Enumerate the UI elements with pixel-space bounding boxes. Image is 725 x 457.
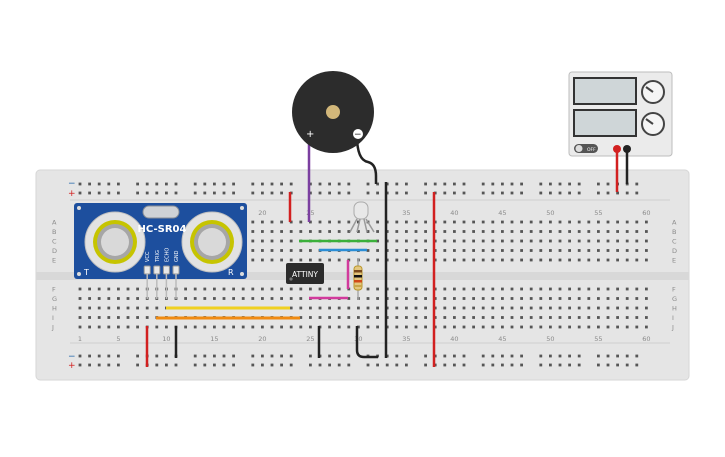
sensor-pin-gnd[interactable]	[172, 265, 180, 275]
column-label-bottom-30: 30	[354, 335, 362, 343]
row-label-c-left: C	[52, 238, 57, 246]
row-label-b-left: B	[52, 228, 56, 236]
column-label-top-45: 45	[498, 209, 506, 217]
column-label-bottom-40: 40	[450, 335, 458, 343]
row-label-j-right: J	[671, 324, 674, 332]
rail-minus-bottom: −	[68, 352, 76, 362]
resistor[interactable]	[353, 258, 363, 300]
sensor-pin-label-trig: TRIG	[155, 250, 161, 263]
sensor-label: HC-SR04	[138, 224, 187, 235]
row-label-c-right: C	[672, 238, 677, 246]
sensor-pin-label-echo: ECHO	[164, 248, 170, 262]
wire-black-loop	[355, 326, 378, 359]
column-label-bottom-5: 5	[116, 335, 120, 343]
row-label-a-right: A	[672, 219, 677, 227]
current-display	[573, 109, 637, 137]
column-label-bottom-50: 50	[546, 335, 554, 343]
sensor-pin-echo[interactable]	[162, 265, 170, 275]
row-label-e-left: E	[52, 257, 56, 265]
sensor-pin-vcc[interactable]	[143, 265, 151, 275]
column-label-top-20: 20	[258, 209, 266, 217]
row-label-d-right: D	[672, 247, 677, 255]
buzzer-plus-label: +	[306, 129, 314, 140]
rail-minus-top: −	[68, 179, 76, 189]
column-label-bottom-35: 35	[402, 335, 410, 343]
row-label-f-right: F	[672, 286, 676, 294]
column-label-bottom-55: 55	[594, 335, 602, 343]
attiny-chip[interactable]: ATTINY	[286, 263, 324, 284]
sensor-pin-label-gnd: GND	[174, 250, 180, 262]
receiver-transducer	[181, 211, 243, 273]
row-label-f-left: F	[52, 286, 56, 294]
row-label-i-right: I	[672, 314, 674, 322]
column-label-bottom-20: 20	[258, 335, 266, 343]
row-label-i-left: I	[52, 314, 54, 322]
positive-terminal[interactable]	[613, 145, 621, 153]
voltage-display	[573, 77, 637, 105]
column-label-bottom-15: 15	[210, 335, 218, 343]
column-label-bottom-45: 45	[498, 335, 506, 343]
column-label-bottom-25: 25	[306, 335, 314, 343]
buzzer-minus-label: −	[354, 130, 362, 140]
wires[interactable]	[145, 135, 629, 367]
row-label-h-right: H	[672, 305, 677, 313]
column-label-top-50: 50	[546, 209, 554, 217]
sensor-pin-trig[interactable]	[153, 265, 161, 275]
column-label-top-60: 60	[642, 209, 650, 217]
power-toggle-label: OFF	[587, 147, 596, 153]
row-label-g-right: G	[672, 295, 677, 303]
wire-black-buzzer	[355, 135, 378, 184]
column-label-top-40: 40	[450, 209, 458, 217]
row-label-j-left: J	[51, 324, 54, 332]
column-label-bottom-60: 60	[642, 335, 650, 343]
sensor-side-left: T	[83, 268, 89, 277]
row-label-d-left: D	[52, 247, 57, 255]
rail-plus-bottom: +	[68, 361, 76, 371]
row-label-e-right: E	[672, 257, 676, 265]
row-label-g-left: G	[52, 295, 57, 303]
power-supply[interactable]: OFF	[568, 71, 673, 157]
negative-terminal[interactable]	[623, 145, 631, 153]
rgb-led[interactable]	[349, 201, 375, 233]
column-label-top-25: 25	[306, 209, 314, 217]
row-label-b-right: B	[672, 228, 676, 236]
sensor-pins[interactable]	[143, 265, 180, 299]
row-label-a-left: A	[52, 219, 57, 227]
transmitter-transducer	[84, 211, 146, 273]
piezo-buzzer[interactable]: + −	[292, 71, 374, 153]
crystal-oscillator	[142, 205, 180, 219]
column-label-bottom-10: 10	[162, 335, 170, 343]
row-label-h-left: H	[52, 305, 57, 313]
chip-label: ATTINY	[292, 270, 318, 279]
column-label-top-55: 55	[594, 209, 602, 217]
column-label-bottom-1: 1	[78, 335, 82, 343]
sensor-side-right: R	[228, 268, 234, 277]
sensor-pin-label-vcc: VCC	[145, 251, 151, 262]
rail-plus-top: +	[68, 189, 76, 199]
column-label-top-35: 35	[402, 209, 410, 217]
